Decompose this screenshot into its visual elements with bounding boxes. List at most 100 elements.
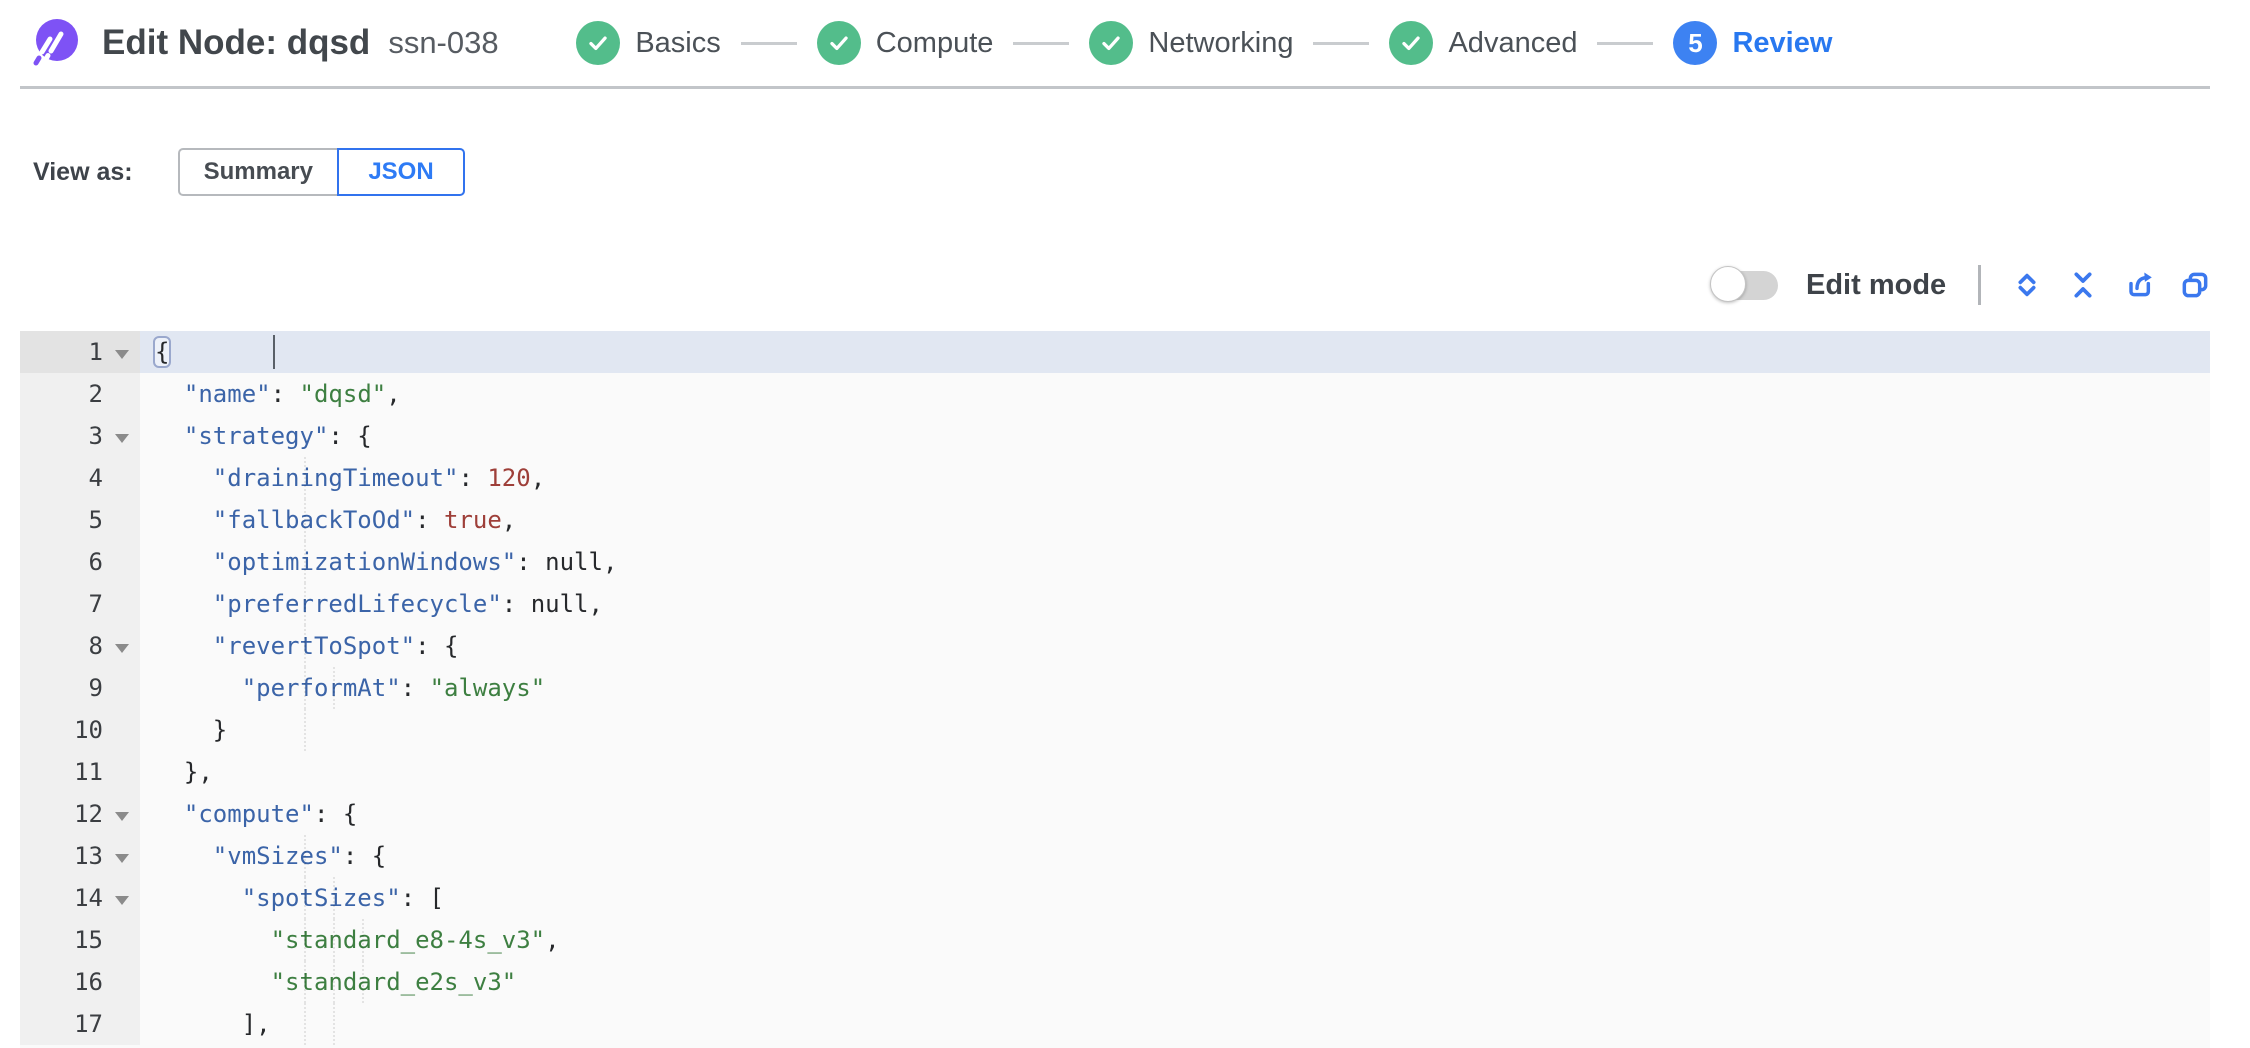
token: : { [313,800,358,828]
editor-line-10[interactable]: 10 } [20,709,2210,751]
editor-line-15[interactable]: 15 "standard_e8-4s_v3", [20,919,2210,961]
code-content[interactable]: "strategy": { [140,415,2210,457]
step-compute[interactable]: Compute [816,21,993,65]
line-number: 12 [74,800,103,828]
token: "strategy" [183,422,329,450]
code-content[interactable]: "spotSizes": [ [140,877,2210,919]
collapse-icon[interactable] [2067,269,2099,301]
editor-line-8[interactable]: 8 "revertToSpot": { [20,625,2210,667]
token: : { [342,842,387,870]
token: "standard_e2s_v3" [270,968,517,996]
editor-line-17[interactable]: 17 ], [20,1003,2210,1045]
gutter: 3 [20,415,140,457]
indent-guide [303,835,306,877]
fold-arrow-icon[interactable] [114,853,129,863]
token: : [ [400,884,445,912]
code-content[interactable]: "revertToSpot": { [140,625,2210,667]
token: "preferredLifecycle" [212,590,502,618]
wizard-header: Edit Node: dqsd ssn-038 Basics Compute Net… [0,0,2250,86]
line-number: 1 [88,338,103,366]
header-divider [20,86,2210,89]
check-icon [1089,21,1134,65]
fold-arrow-icon[interactable] [114,349,129,359]
indent-guide [303,457,306,499]
indent-guide [303,583,306,625]
edit-mode-label: Edit mode [1806,268,1947,301]
check-icon [816,21,861,65]
code-content[interactable]: "performAt": "always" [140,667,2210,709]
edit-mode-toggle[interactable] [1710,266,1778,302]
code-content[interactable]: "compute": { [140,793,2210,835]
copy-icon[interactable] [2179,269,2211,301]
code-content[interactable]: "name": "dqsd", [140,373,2210,415]
step-networking[interactable]: Networking [1089,21,1293,65]
gutter: 15 [20,919,140,961]
export-icon[interactable] [2123,269,2155,301]
editor-line-9[interactable]: 9 "performAt": "always" [20,667,2210,709]
code-content[interactable]: "vmSizes": { [140,835,2210,877]
step-advanced[interactable]: Advanced [1389,21,1577,65]
token [155,800,184,828]
fold-arrow-icon[interactable] [114,895,129,905]
code-content[interactable]: "fallbackToOd": true, [140,499,2210,541]
editor-line-1[interactable]: 1{ [20,331,2210,373]
token [155,968,271,996]
view-as-label: View as: [33,157,133,186]
code-content[interactable]: "preferredLifecycle": null, [140,583,2210,625]
token: "performAt" [241,674,401,702]
token [155,590,213,618]
editor-line-2[interactable]: 2 "name": "dqsd", [20,373,2210,415]
line-number: 5 [88,506,103,534]
page-title: Edit Node: dqsd [102,23,371,62]
code-content[interactable]: }, [140,751,2210,793]
line-number: 7 [88,590,103,618]
indent-guide [332,961,335,1003]
editor-line-12[interactable]: 12 "compute": { [20,793,2210,835]
token: "spotSizes" [241,884,401,912]
gutter: 16 [20,961,140,1003]
indent-guide [303,961,306,1003]
fold-arrow-icon[interactable] [114,811,129,821]
gutter: 12 [20,793,140,835]
gutter: 13 [20,835,140,877]
code-content[interactable]: { [140,331,2210,373]
editor-line-14[interactable]: 14 "spotSizes": [ [20,877,2210,919]
step-basics[interactable]: Basics [576,21,721,65]
json-editor[interactable]: 1{2 "name": "dqsd",3 "strategy": {4 "dra… [20,331,2210,1048]
editor-line-3[interactable]: 3 "strategy": { [20,415,2210,457]
gutter: 17 [20,1003,140,1045]
editor-line-6[interactable]: 6 "optimizationWindows": null, [20,541,2210,583]
token [155,422,184,450]
token: , [602,548,618,576]
editor-line-16[interactable]: 16 "standard_e2s_v3" [20,961,2210,1003]
code-content[interactable]: "drainingTimeout": 120, [140,457,2210,499]
fold-arrow-icon[interactable] [114,433,129,443]
editor-line-7[interactable]: 7 "preferredLifecycle": null, [20,583,2210,625]
editor-line-5[interactable]: 5 "fallbackToOd": true, [20,499,2210,541]
editor-line-13[interactable]: 13 "vmSizes": { [20,835,2210,877]
token: , [501,506,517,534]
node-id: ssn-038 [388,25,499,60]
expand-icon[interactable] [2011,269,2043,301]
line-number: 10 [74,716,103,744]
token: , [530,464,546,492]
code-content[interactable]: "standard_e8-4s_v3", [140,919,2210,961]
editor-line-11[interactable]: 11 }, [20,751,2210,793]
code-content[interactable]: "standard_e2s_v3" [140,961,2210,1003]
code-content[interactable]: ], [140,1003,2210,1045]
code-content[interactable]: "optimizationWindows": null, [140,541,2210,583]
summary-button[interactable]: Summary [177,148,337,196]
step-connector [1597,41,1654,45]
toggle-knob[interactable] [1710,266,1746,302]
editor-line-4[interactable]: 4 "drainingTimeout": 120, [20,457,2210,499]
json-button[interactable]: JSON [337,148,465,196]
token: : [501,590,531,618]
step-number: 5 [1673,21,1718,65]
token: : [270,380,300,408]
indent-guide [332,919,335,961]
fold-arrow-icon[interactable] [114,643,129,653]
code-content[interactable]: } [140,709,2210,751]
token: "revertToSpot" [212,632,416,660]
